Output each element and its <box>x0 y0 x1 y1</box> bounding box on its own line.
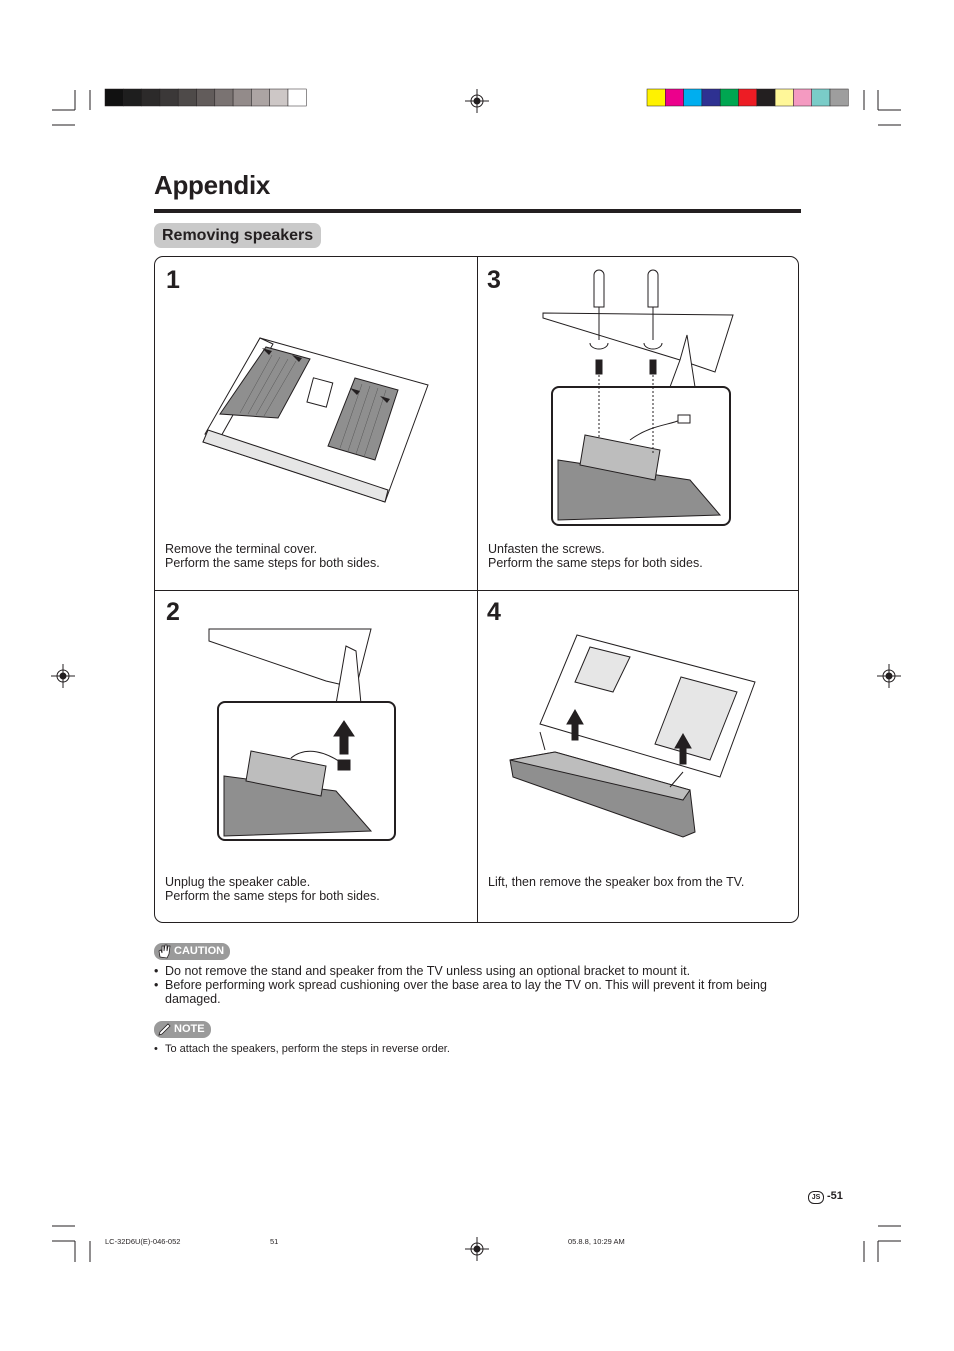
color-swatch <box>683 88 703 107</box>
gray-swatch <box>159 88 179 107</box>
caution-item: Before performing work spread cushioning… <box>154 978 802 1006</box>
caution-label: CAUTION <box>174 945 225 957</box>
footer-page: 51 <box>270 1237 279 1246</box>
note-label: NOTE <box>174 1023 205 1035</box>
step-number: 3 <box>487 266 501 294</box>
step-caption: Unplug the speaker cable. Perform the sa… <box>165 875 380 903</box>
note-list: To attach the speakers, perform the step… <box>154 1043 794 1056</box>
gray-swatch <box>196 88 216 107</box>
color-swatch <box>793 88 812 107</box>
step-number: 2 <box>166 598 180 626</box>
steps-divider-horizontal <box>155 590 799 591</box>
color-swatch <box>719 88 739 107</box>
color-swatch <box>646 88 666 107</box>
footer-file: LC-32D6U(E)-046-052 <box>105 1237 181 1246</box>
grayscale-calibration-bar <box>104 88 307 107</box>
gray-swatch <box>287 88 307 107</box>
gray-swatch <box>269 88 289 107</box>
title-rule <box>154 209 801 213</box>
steps-panel <box>154 256 799 923</box>
color-swatch <box>738 88 758 107</box>
color-swatch <box>665 88 684 107</box>
color-calibration-bar <box>646 88 849 107</box>
gray-swatch <box>232 88 252 107</box>
page-number-value: 51 <box>830 1190 843 1202</box>
gray-swatch <box>123 88 142 107</box>
caution-list: Do not remove the stand and speaker from… <box>154 964 802 1007</box>
gray-swatch <box>141 88 161 107</box>
step-caption: Lift, then remove the speaker box from t… <box>488 875 745 889</box>
step-caption: Remove the terminal cover. Perform the s… <box>165 542 380 570</box>
caution-badge: CAUTION <box>154 943 231 960</box>
color-swatch <box>774 88 794 107</box>
region-badge: JS <box>808 1191 824 1204</box>
registration-target-icon <box>51 89 901 1261</box>
color-swatch <box>701 88 721 107</box>
color-swatch <box>756 88 776 107</box>
step-number: 4 <box>487 598 501 626</box>
color-swatch <box>811 88 831 107</box>
step-2-illustration <box>208 628 396 841</box>
page-title: Appendix <box>154 170 271 200</box>
step-number: 1 <box>166 266 180 294</box>
step-3-illustration <box>542 269 734 526</box>
gray-swatch <box>177 88 197 107</box>
caution-item: Do not remove the stand and speaker from… <box>154 964 802 978</box>
pencil-icon <box>158 1023 171 1036</box>
step-1-illustration <box>202 337 429 503</box>
caution-hand-icon <box>158 944 171 959</box>
note-badge: NOTE <box>154 1021 211 1038</box>
page-number-prefix: - <box>827 1190 831 1202</box>
gray-swatch <box>214 88 234 107</box>
gray-swatch <box>251 88 270 107</box>
color-swatch <box>829 88 849 107</box>
footer-timestamp: 05.8.8, 10:29 AM <box>568 1237 625 1246</box>
step-caption: Unfasten the screws. Perform the same st… <box>488 542 703 570</box>
step-4-illustration <box>509 634 756 838</box>
page-number: JS-51 <box>808 1190 843 1204</box>
section-heading: Removing speakers <box>154 223 322 248</box>
gray-swatch <box>104 88 124 107</box>
note-item: To attach the speakers, perform the step… <box>154 1043 794 1056</box>
